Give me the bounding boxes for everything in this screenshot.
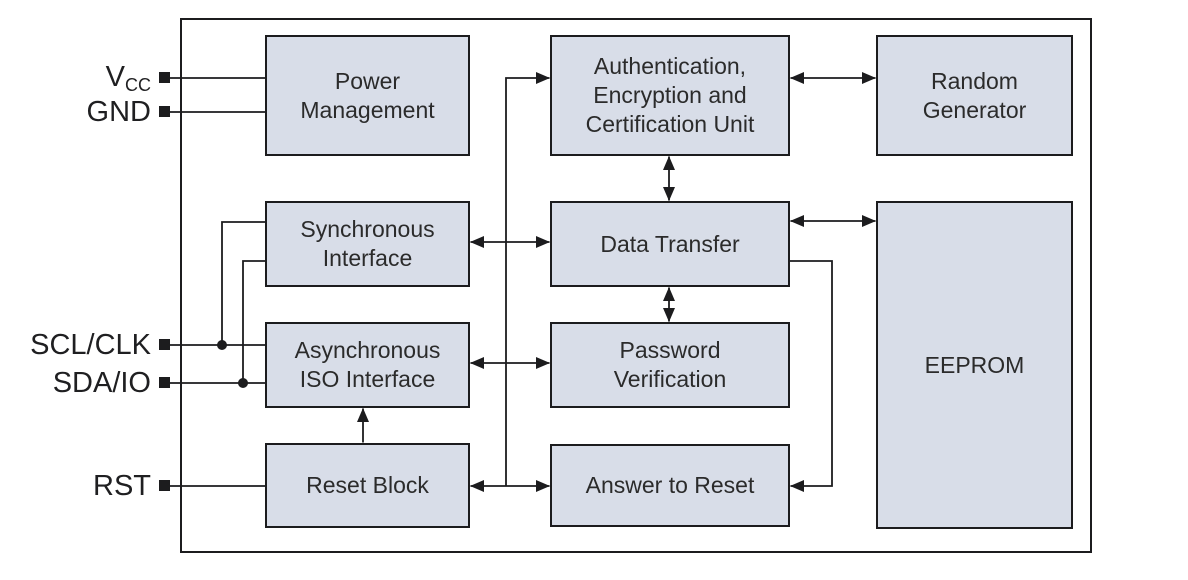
block-password-verification: Password Verification <box>550 322 790 408</box>
block-data-transfer: Data Transfer <box>550 201 790 287</box>
pin-label-scl-clk: SCL/CLK <box>30 329 151 361</box>
pin-squares <box>159 72 170 491</box>
block-data-transfer-label: Data Transfer <box>600 230 740 257</box>
block-password-verification-label: Password Verification <box>613 337 727 392</box>
block-random-generator: Random Generator <box>876 35 1073 156</box>
junction-dots <box>217 340 248 388</box>
block-async-iso-interface-label: Asynchronous ISO Interface <box>294 337 441 392</box>
junction-dot-scl <box>217 340 227 350</box>
arrow-resetbus-auth <box>505 72 550 486</box>
chip-boundary <box>180 18 1092 553</box>
block-sync-interface-label: Synchronous Interface <box>300 216 435 271</box>
block-power-management: Power Management <box>265 35 470 156</box>
junction-dot-sda <box>238 378 248 388</box>
block-reset-block: Reset Block <box>265 443 470 528</box>
pin-label-gnd: GND <box>86 96 151 128</box>
block-auth-unit: Authentication, Encryption and Certifica… <box>550 35 790 156</box>
pin-square-gnd <box>159 106 170 117</box>
block-power-management-label: Power Management <box>300 67 435 123</box>
pin-label-vcc-base: V <box>105 61 125 93</box>
block-async-iso-interface: Asynchronous ISO Interface <box>265 322 470 408</box>
block-answer-to-reset: Answer to Reset <box>550 444 790 527</box>
block-reset-block-label: Reset Block <box>306 472 429 498</box>
block-eeprom: EEPROM <box>876 201 1073 529</box>
pin-square-scl <box>159 339 170 350</box>
pin-square-sda <box>159 377 170 388</box>
block-random-generator-label: Random Generator <box>922 67 1027 123</box>
block-answer-to-reset-label: Answer to Reset <box>585 472 755 498</box>
block-sync-interface: Synchronous Interface <box>265 201 470 287</box>
pin-square-vcc <box>159 72 170 83</box>
pin-label-sda-io: SDA/IO <box>52 367 151 399</box>
pin-label-vcc-sub: CC <box>125 75 151 95</box>
block-eeprom-label: EEPROM <box>924 351 1025 378</box>
pin-label-vcc: VCC <box>0 60 151 102</box>
pin-square-rst <box>159 480 170 491</box>
arrow-data-answer <box>790 260 833 492</box>
block-auth-unit-label: Authentication, Encryption and Certifica… <box>585 53 755 137</box>
pin-label-rst: RST <box>93 470 151 502</box>
